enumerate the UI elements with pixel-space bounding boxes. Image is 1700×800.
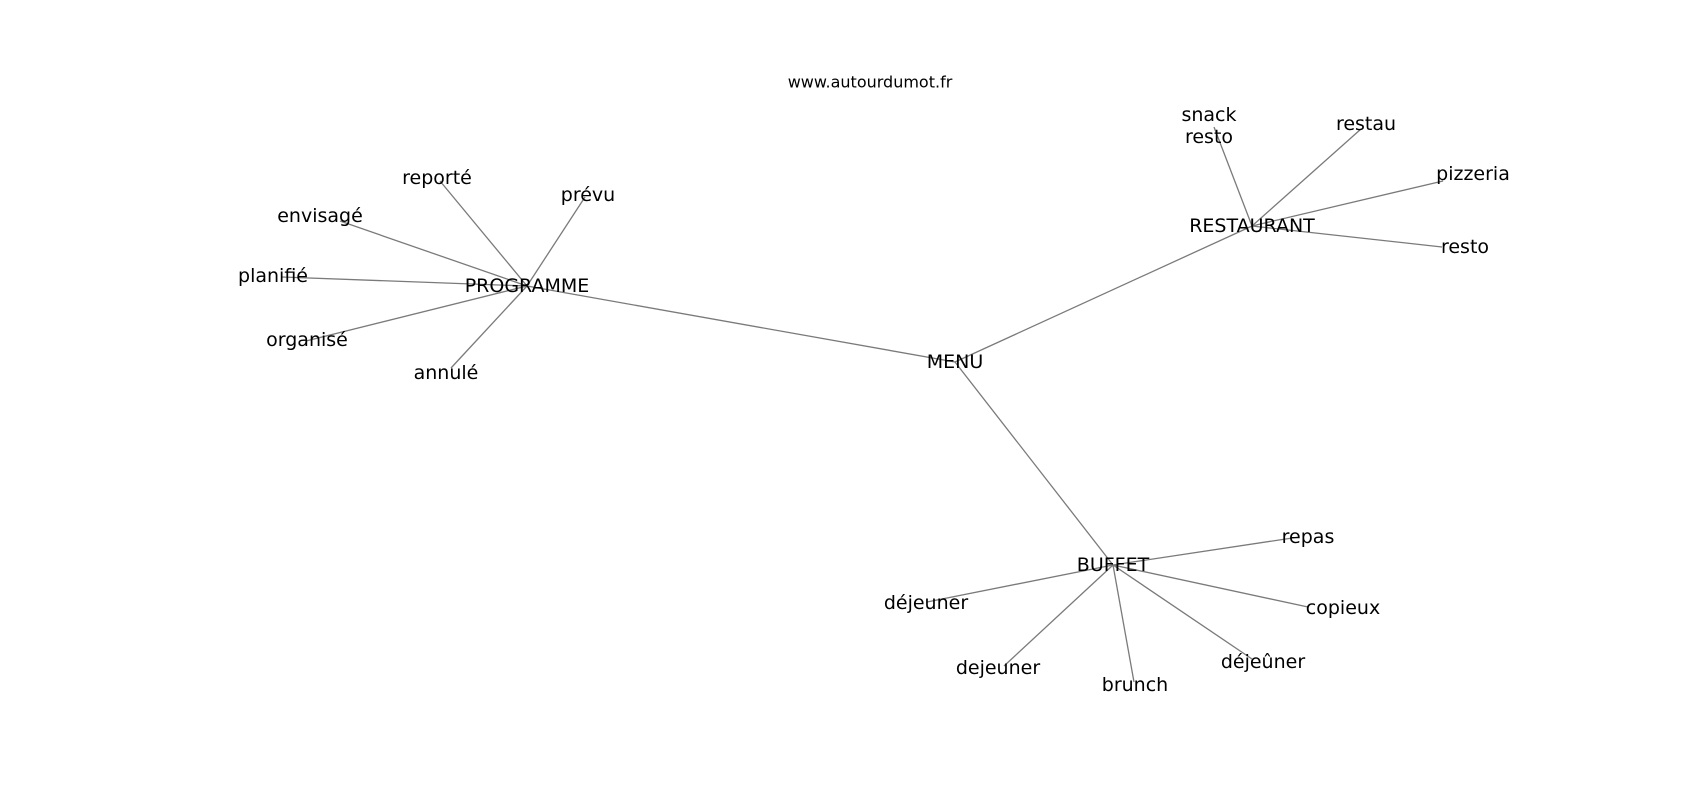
node-buffet-dejeuner: déjeûner [1221, 651, 1305, 673]
edge-programme-envisage [339, 220, 528, 287]
node-restaurant-resto: resto [1441, 236, 1489, 258]
node-buffet-repas: repas [1282, 526, 1335, 548]
node-buffet-dejeuner: déjeuner [884, 592, 968, 614]
node-menu: MENU [927, 351, 984, 373]
edge-buffet-dejeuner [926, 564, 1114, 603]
node-programme-organise: organisé [266, 329, 348, 351]
node-buffet-dejeuner: dejeuner [956, 657, 1040, 679]
edge-programme-planifie [281, 276, 528, 287]
node-programme-reporte: reporté [402, 167, 472, 189]
node-restaurant: RESTAURANT [1189, 215, 1315, 237]
edge-buffet-dejeuner [1003, 564, 1114, 667]
edge-menu-programme [526, 285, 956, 363]
node-restaurant-pizzeria: pizzeria [1436, 163, 1510, 185]
node-programme-planifie: planifié [238, 265, 308, 287]
edge-buffet-brunch [1112, 564, 1135, 683]
edge-restaurant-snack-resto [1213, 126, 1253, 227]
edge-restaurant-resto [1251, 225, 1443, 248]
node-buffet-brunch: brunch [1102, 674, 1168, 696]
graph-edges [281, 126, 1444, 683]
node-buffet: BUFFET [1077, 554, 1150, 576]
edge-menu-buffet [954, 361, 1114, 566]
node-buffet-copieux: copieux [1306, 597, 1380, 619]
graph-labels: MENU PROGRAMME reporté prévu envisagé planifi… [238, 104, 1510, 696]
edge-programme-annule [450, 285, 528, 369]
edge-buffet-repas [1112, 536, 1300, 566]
edge-programme-organise [305, 285, 528, 342]
edge-programme-reporte [439, 180, 528, 287]
edge-menu-restaurant [954, 225, 1253, 363]
edge-buffet-dejeuner [1112, 564, 1253, 660]
watermark-text: www.autourdumot.fr [788, 73, 953, 92]
edge-buffet-copieux [1112, 564, 1309, 608]
node-restaurant-restau: restau [1336, 113, 1396, 135]
edge-programme-prevu [526, 196, 586, 287]
node-programme: PROGRAMME [465, 275, 590, 297]
edge-restaurant-restau [1251, 128, 1362, 227]
edge-restaurant-pizzeria [1251, 180, 1444, 227]
node-programme-prevu: prévu [561, 184, 615, 206]
node-programme-annule: annulé [414, 362, 479, 384]
node-programme-envisage: envisagé [277, 205, 363, 227]
